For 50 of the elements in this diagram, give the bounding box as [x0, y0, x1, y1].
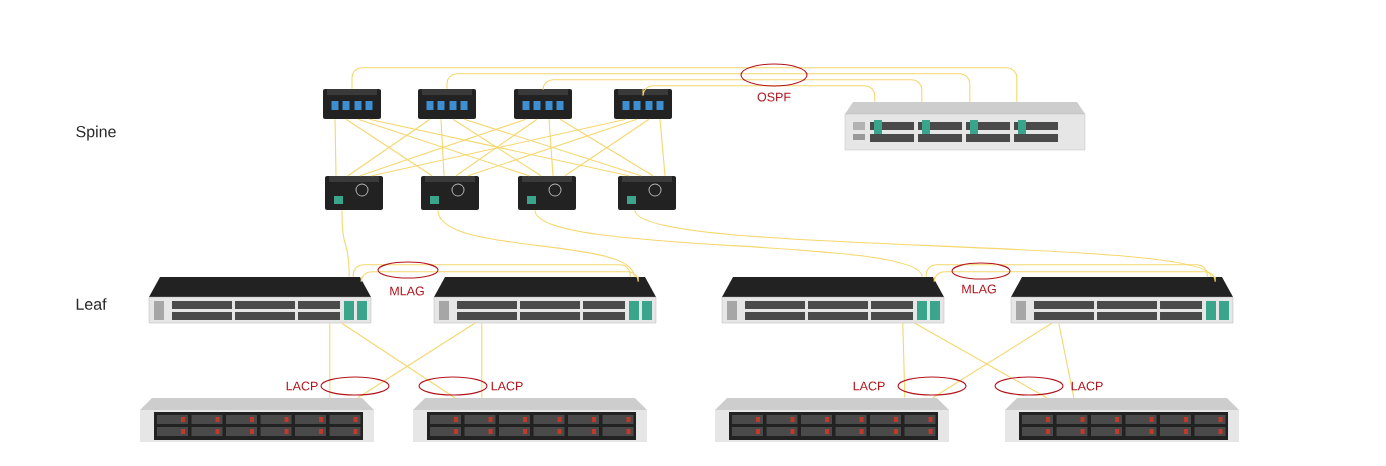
server-drawing — [715, 398, 949, 442]
leaf-switch-drawing — [148, 277, 372, 324]
breakout-module-drawing — [421, 176, 479, 210]
cable — [542, 79, 923, 103]
spine-module-drawing — [323, 89, 381, 119]
protocol-label: LACP — [853, 381, 885, 391]
spine-module-drawing — [614, 89, 672, 119]
breakout-module-drawing — [618, 176, 676, 210]
cable — [659, 118, 666, 177]
cable — [329, 322, 331, 399]
cable — [933, 271, 1216, 283]
protocol-label: MLAG — [390, 286, 424, 296]
cable — [534, 209, 923, 278]
cable — [932, 322, 1053, 399]
spine-module-drawing — [418, 89, 476, 119]
tier-label: Spine — [76, 125, 116, 141]
core-switch-drawing — [844, 102, 1086, 151]
cable — [437, 209, 635, 278]
cable — [481, 322, 483, 399]
protocol-label: MLAG — [962, 284, 996, 294]
breakout-module-drawing — [325, 176, 383, 210]
cable — [360, 271, 639, 283]
cable — [352, 264, 631, 278]
leaf-switch-drawing — [433, 277, 657, 324]
cable — [548, 118, 554, 177]
protocol-label: LACP — [286, 381, 318, 391]
cable — [341, 209, 350, 278]
cable — [351, 67, 1018, 103]
server-drawing — [140, 398, 374, 442]
server-drawing — [1005, 398, 1239, 442]
spine-module-drawing — [514, 89, 572, 119]
cable — [357, 322, 476, 399]
protocol-label: OSPF — [757, 92, 791, 102]
tier-label: Leaf — [76, 298, 107, 310]
cable — [1058, 322, 1075, 399]
cable — [634, 209, 1212, 278]
breakout-module-drawing — [518, 176, 576, 210]
protocol-label: LACP — [491, 381, 523, 391]
protocol-label: LACP — [1071, 381, 1103, 391]
cable — [334, 118, 337, 177]
cable — [902, 322, 906, 399]
cable — [446, 73, 971, 103]
leaf-switch-drawing — [721, 277, 945, 324]
server-drawing — [413, 398, 647, 442]
cable — [440, 118, 445, 177]
cable — [341, 322, 456, 399]
cable — [642, 85, 876, 103]
leaf-switch-drawing — [1010, 277, 1234, 324]
cable — [914, 322, 1048, 399]
cable — [925, 264, 1208, 278]
